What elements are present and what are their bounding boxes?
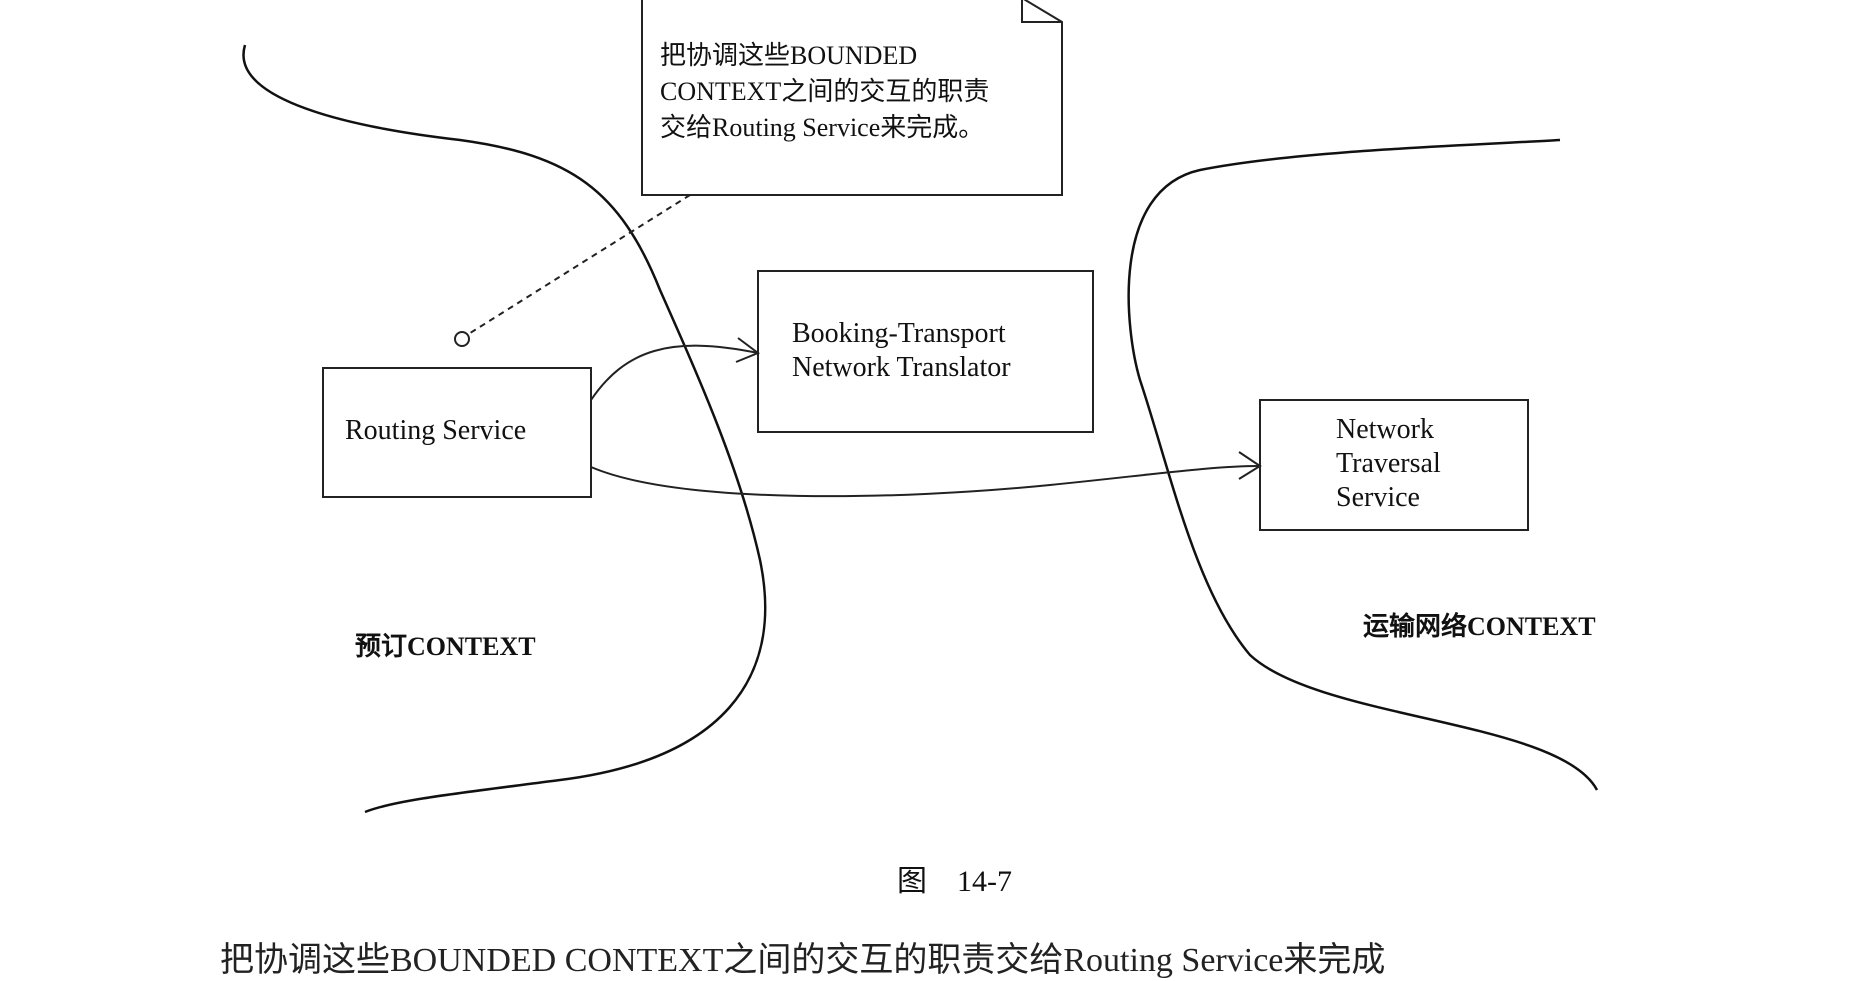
- note-connector: [466, 194, 691, 336]
- booking-context-boundary: [242, 44, 767, 814]
- cut-off-body-text: 把协调这些BOUNDED CONTEXT之间的交互的职责交给Routing Se…: [220, 942, 1386, 979]
- note-line-2: CONTEXT之间的交互的职责: [660, 77, 990, 106]
- traversal-label-line-2: Traversal: [1336, 448, 1441, 479]
- arrow-to-translator: [590, 344, 759, 401]
- translator-label-line-2: Network Translator: [792, 352, 1011, 383]
- note-anchor-circle: [454, 331, 470, 347]
- transport-context-boundary: [1127, 138, 1599, 791]
- figure-caption: 图 14-7: [897, 865, 1012, 898]
- traversal-label-line-3: Service: [1336, 482, 1420, 513]
- routing-service-label: Routing Service: [345, 415, 527, 446]
- transport-context-label: 运输网络CONTEXT: [1363, 612, 1596, 641]
- note-line-3: 交给Routing Service来完成。: [660, 113, 985, 142]
- arrow-to-traversal: [590, 465, 1261, 498]
- arrow-to-translator-head: [735, 337, 761, 363]
- routing-service-box: [322, 367, 592, 498]
- translator-box: [757, 270, 1094, 433]
- note-line-1: 把协调这些BOUNDED: [660, 41, 918, 70]
- traversal-service-box: [1259, 399, 1529, 531]
- note-box: [641, 0, 1063, 196]
- diagram-canvas: [242, 0, 1599, 814]
- traversal-label-line-1: Network: [1336, 414, 1434, 445]
- translator-label-line-1: Booking-Transport: [792, 318, 1006, 349]
- booking-context-label: 预订CONTEXT: [355, 632, 536, 661]
- arrow-to-traversal-head: [1238, 451, 1262, 480]
